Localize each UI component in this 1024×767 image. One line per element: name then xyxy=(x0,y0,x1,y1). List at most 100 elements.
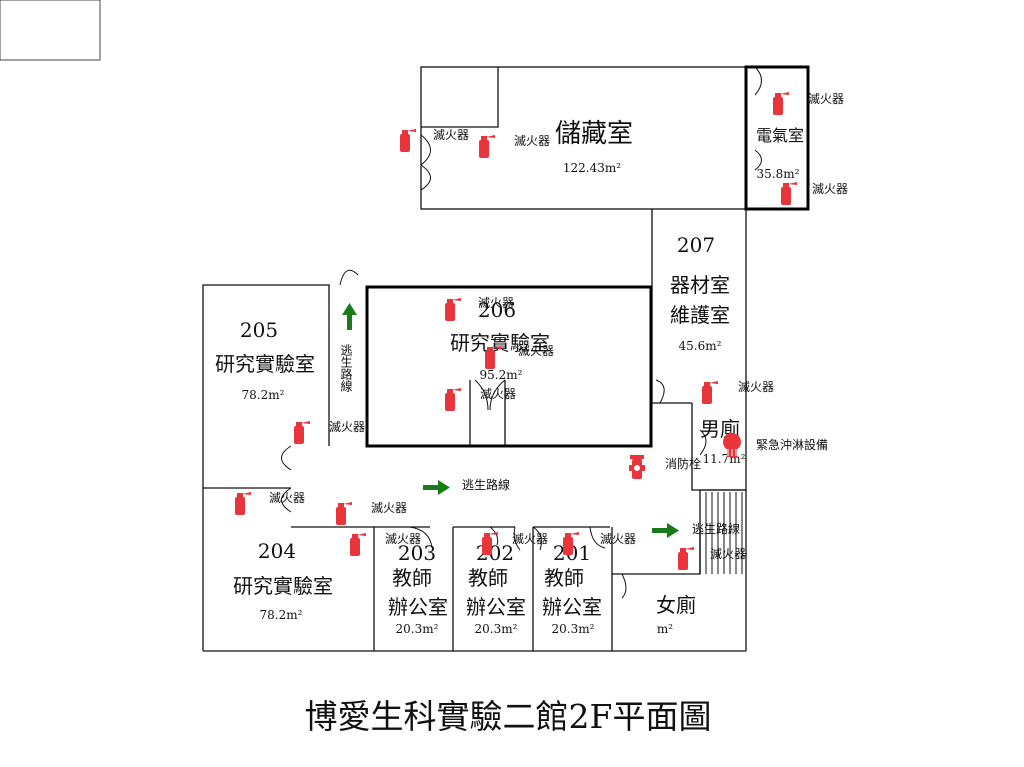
fire-extinguisher-icon xyxy=(294,421,310,444)
door-arc xyxy=(489,379,506,411)
room-203: 203 教師 辦公室 20.3m² xyxy=(388,541,448,636)
extinguisher-label: 滅火器 xyxy=(812,182,848,196)
escape-arrow-right xyxy=(652,523,679,538)
room-number: 206 xyxy=(478,298,516,322)
fire-extinguisher-icon xyxy=(678,547,694,570)
fire-extinguisher-icon xyxy=(336,502,352,525)
extinguisher-label: 滅火器 xyxy=(329,420,365,434)
door-arc xyxy=(281,445,292,471)
room-name-line2: 辦公室 xyxy=(388,595,448,619)
door-arc xyxy=(754,149,762,171)
extinguisher-labels: 滅火器 滅火器 滅火器 滅火器 滅火器 滅火器 滅火器 滅火器 滅火器 滅火器 … xyxy=(269,92,848,561)
extinguisher-label: 滅火器 xyxy=(600,532,636,546)
room-207: 207 器材室 維護室 45.6m² xyxy=(670,233,730,353)
storage-inner-wall xyxy=(421,67,499,128)
extinguisher-label: 滅火器 xyxy=(808,92,844,106)
room-area: 20.3m² xyxy=(552,622,595,636)
room-storage: 儲藏室 122.43m² xyxy=(555,119,633,175)
door-arc xyxy=(621,573,627,599)
escape-route-label: 逃生路線 xyxy=(462,477,510,492)
room-area: 20.3m² xyxy=(396,622,439,636)
door-arc xyxy=(420,134,431,166)
extinguisher-label: 滅火器 xyxy=(385,532,421,546)
room-202: 202 教師 辦公室 20.3m² xyxy=(466,541,526,636)
room-206-outline xyxy=(365,285,653,448)
extinguisher-label: 滅火器 xyxy=(480,387,516,401)
door-arc xyxy=(589,526,606,549)
room-area: 20.3m² xyxy=(475,622,518,636)
fire-extinguisher-icon xyxy=(479,135,495,158)
walls xyxy=(202,65,810,652)
escape-route-label-vertical: 逃生路線 xyxy=(339,344,353,392)
staircase xyxy=(699,489,746,574)
room-area: 78.2m² xyxy=(260,608,303,622)
door-arc xyxy=(339,269,359,286)
room-name: 研究實驗室 xyxy=(233,574,333,598)
extinguisher-label: 滅火器 xyxy=(710,547,746,561)
door-arc xyxy=(754,66,762,96)
doors xyxy=(281,66,762,599)
extinguisher-label: 滅火器 xyxy=(478,296,514,310)
room-name-line2: 辦公室 xyxy=(466,595,526,619)
room-name: 電氣室 xyxy=(756,126,804,145)
electrical-room-outline xyxy=(744,65,810,211)
room-womens-restroom: 女廁 m² xyxy=(656,593,696,636)
extinguisher-label: 滅火器 xyxy=(269,491,305,505)
room-name: 儲藏室 xyxy=(555,119,633,149)
room-area: 78.2m² xyxy=(242,388,285,402)
room-area: 45.6m² xyxy=(679,339,722,353)
fire-extinguisher-icon xyxy=(781,182,797,205)
door-arc xyxy=(281,487,292,513)
door-arc xyxy=(420,164,431,191)
room-name-line2: 辦公室 xyxy=(542,595,602,619)
room-area: 95.2m² xyxy=(480,368,523,382)
placeholder-box xyxy=(0,0,101,61)
fire-extinguisher-icon xyxy=(445,298,461,321)
room-name-line1: 教師 xyxy=(544,566,584,590)
extinguisher-label: 滅火器 xyxy=(738,380,774,394)
fire-extinguisher-icon xyxy=(563,532,579,555)
door-arc xyxy=(409,526,433,549)
page-title: 博愛生科實驗二館2F平面圖 xyxy=(305,697,712,736)
room-name-line1: 器材室 xyxy=(670,273,730,297)
extinguishers xyxy=(235,92,797,570)
room-name: 研究實驗室 xyxy=(215,352,315,376)
fire-extinguisher-icon xyxy=(773,92,789,115)
fire-extinguisher-icon xyxy=(400,129,416,152)
fire-extinguisher-icon xyxy=(485,346,501,369)
room-area: m² xyxy=(657,622,673,636)
room-number: 204 xyxy=(258,539,296,563)
door-arc xyxy=(474,379,489,411)
fire-extinguisher-icon xyxy=(702,381,718,404)
extinguisher-label: 滅火器 xyxy=(433,128,469,142)
escape-arrow-right xyxy=(423,480,450,495)
fire-extinguisher-icon xyxy=(235,492,251,515)
room-number: 203 xyxy=(398,541,436,565)
room-name-line2: 維護室 xyxy=(670,303,730,327)
extinguisher-label: 滅火器 xyxy=(518,344,554,358)
fire-extinguisher-icon xyxy=(350,533,366,556)
escape-arrows xyxy=(342,303,679,538)
escape-arrow-up xyxy=(342,303,357,330)
room-name: 女廁 xyxy=(656,593,696,617)
emergency-shower-icon xyxy=(723,433,741,457)
door-arc xyxy=(513,526,521,551)
extinguisher-label: 滅火器 xyxy=(514,134,550,148)
room-number: 205 xyxy=(240,318,278,342)
room-205: 205 研究實驗室 78.2m² xyxy=(215,318,315,402)
room-204: 204 研究實驗室 78.2m² xyxy=(233,539,333,622)
fire-hydrant-icon xyxy=(629,455,645,479)
room-area: 122.43m² xyxy=(563,161,621,175)
door-arc xyxy=(655,379,665,404)
room-name: 研究實驗室 xyxy=(450,331,550,355)
room-201: 201 教師 辦公室 20.3m² xyxy=(542,541,602,636)
room-area: 35.8m² xyxy=(757,167,800,181)
room-name-line1: 教師 xyxy=(468,566,508,590)
door-arc xyxy=(489,526,499,546)
room-206: 206 研究實驗室 95.2m² xyxy=(450,298,550,382)
room-electrical: 電氣室 35.8m² xyxy=(756,126,804,181)
door-arc xyxy=(699,429,707,456)
room-area: 11.7m² xyxy=(703,452,746,466)
room-number: 202 xyxy=(476,541,514,565)
